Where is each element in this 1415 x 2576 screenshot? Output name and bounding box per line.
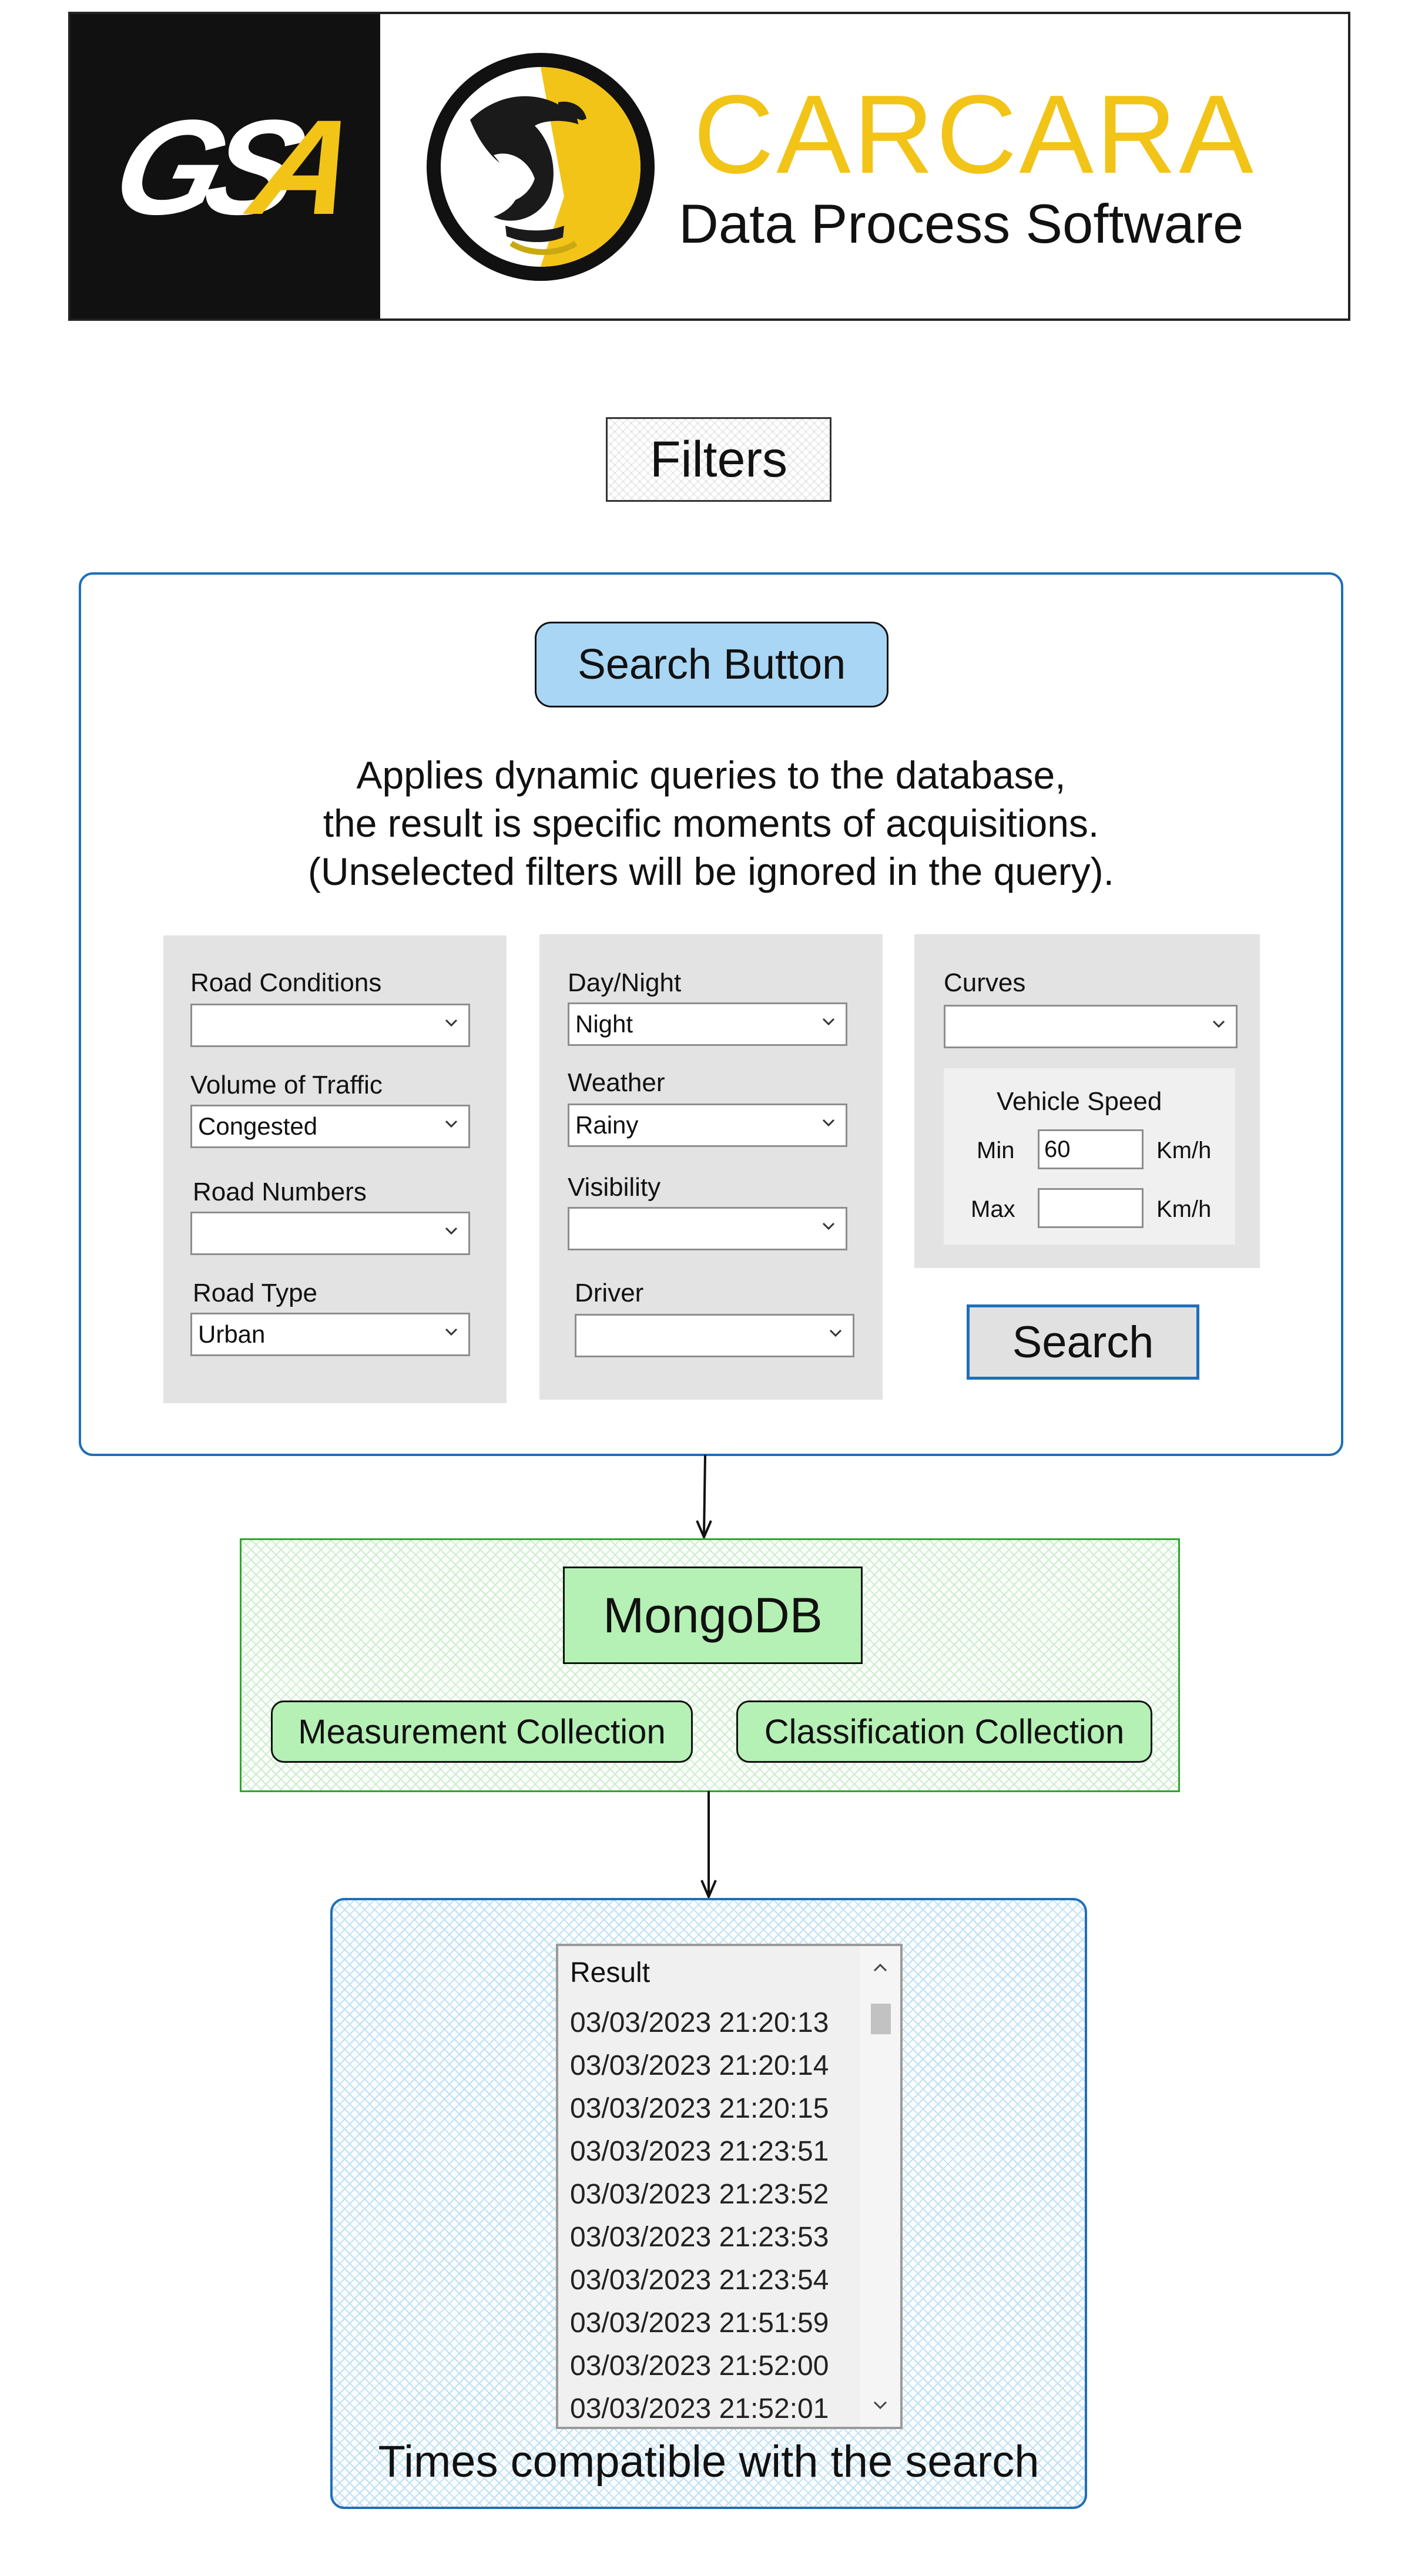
measurement-collection: Measurement Collection [271, 1700, 693, 1763]
road-numbers-label: Road Numbers [193, 1178, 367, 1206]
description-line: Applies dynamic queries to the database, [356, 753, 1066, 797]
app-title: CARCARA [693, 72, 1256, 197]
road-numbers-select[interactable] [190, 1212, 470, 1255]
weather-value: Rainy [575, 1111, 639, 1139]
results-caption: Times compatible with the search [378, 2437, 1040, 2487]
chevron-down-icon [829, 1329, 842, 1337]
chevron-down-icon [822, 1018, 835, 1026]
volume-of-traffic-label: Volume of Traffic [190, 1071, 383, 1099]
list-item[interactable]: 03/03/2023 21:23:54 [570, 2265, 829, 2296]
max-speed-input[interactable] [1038, 1188, 1144, 1228]
list-item[interactable]: 03/03/2023 21:23:51 [570, 2136, 829, 2167]
arrow-to-database [696, 1454, 712, 1541]
classification-collection: Classification Collection [736, 1700, 1152, 1763]
volume-of-traffic-select[interactable]: Congested [190, 1105, 470, 1148]
visibility-select[interactable] [568, 1207, 847, 1250]
day-night-select[interactable]: Night [568, 1002, 847, 1046]
chevron-down-icon [445, 1019, 458, 1027]
filters-label: Filters [606, 417, 831, 502]
min-speed-label: Min [977, 1138, 1015, 1163]
min-speed-value: 60 [1044, 1136, 1071, 1162]
vehicle-speed-box: Vehicle Speed Min 60 Km/h Max Km/h [944, 1068, 1235, 1245]
scrollbar[interactable] [860, 1946, 900, 2427]
chevron-down-icon [445, 1120, 458, 1128]
curves-label: Curves [944, 968, 1026, 997]
chevron-up-icon[interactable] [870, 1958, 891, 1979]
search-button[interactable]: Search [967, 1304, 1199, 1380]
search-panel: Search Button Applies dynamic queries to… [79, 572, 1343, 1456]
result-listbox[interactable]: Result 03/03/2023 21:20:13 03/03/2023 21… [556, 1944, 903, 2429]
gsa-logo-mark: GS A [100, 102, 364, 232]
filter-group-conditions: Day/Night Night Weather Rainy Visibility… [539, 934, 883, 1400]
volume-of-traffic-value: Congested [198, 1112, 318, 1140]
weather-label: Weather [568, 1068, 665, 1097]
road-conditions-select[interactable] [190, 1004, 470, 1047]
results-panel: Result 03/03/2023 21:20:13 03/03/2023 21… [330, 1898, 1087, 2509]
curves-select[interactable] [944, 1005, 1238, 1048]
app-subtitle: Data Process Software [679, 193, 1244, 254]
search-button-callout: Search Button [535, 622, 888, 707]
list-item[interactable]: 03/03/2023 21:20:14 [570, 2050, 829, 2081]
list-item[interactable]: 03/03/2023 21:20:13 [570, 2007, 829, 2038]
gsa-logo: GS A [71, 14, 380, 318]
mongodb-label: MongoDB [563, 1567, 863, 1664]
driver-select[interactable] [575, 1314, 854, 1357]
list-item[interactable]: 03/03/2023 21:51:59 [570, 2307, 829, 2339]
filter-group-curves-speed: Curves Vehicle Speed Min 60 Km/h Max Km/… [914, 934, 1260, 1268]
chevron-down-icon [445, 1227, 458, 1235]
header-banner: GS A CARCARA Data Process Software [68, 12, 1350, 321]
description-line: (Unselected filters will be ignored in t… [308, 850, 1114, 893]
road-type-value: Urban [198, 1320, 266, 1348]
max-speed-label: Max [971, 1196, 1015, 1222]
list-item[interactable]: 03/03/2023 21:23:53 [570, 2222, 829, 2253]
road-conditions-label: Road Conditions [190, 968, 382, 997]
chevron-down-icon [1212, 1020, 1225, 1028]
chevron-down-icon [822, 1119, 835, 1127]
chevron-down-icon [445, 1328, 458, 1336]
arrow-to-results [700, 1791, 717, 1900]
hawk-emblem-icon [427, 53, 655, 281]
search-description: Applies dynamic queries to the database,… [81, 751, 1341, 895]
driver-label: Driver [575, 1279, 644, 1307]
day-night-label: Day/Night [568, 968, 682, 997]
database-panel: MongoDB Measurement Collection Classific… [240, 1538, 1180, 1792]
result-list: 03/03/2023 21:20:13 03/03/2023 21:20:14 … [570, 2001, 864, 2430]
max-speed-unit: Km/h [1156, 1196, 1212, 1222]
visibility-label: Visibility [568, 1173, 661, 1202]
min-speed-input[interactable]: 60 [1038, 1129, 1144, 1169]
day-night-value: Night [575, 1010, 633, 1038]
description-line: the result is specific moments of acquis… [323, 801, 1099, 845]
list-item[interactable]: 03/03/2023 21:23:52 [570, 2179, 829, 2210]
road-type-select[interactable]: Urban [190, 1313, 470, 1356]
scrollbar-thumb[interactable] [871, 2004, 891, 2034]
min-speed-unit: Km/h [1156, 1138, 1212, 1163]
list-item[interactable]: 03/03/2023 21:52:00 [570, 2350, 829, 2382]
chevron-down-icon[interactable] [870, 2394, 891, 2415]
list-item[interactable]: 03/03/2023 21:20:15 [570, 2093, 829, 2124]
vehicle-speed-title: Vehicle Speed [997, 1087, 1162, 1116]
result-list-header: Result [570, 1957, 651, 1988]
chevron-down-icon [822, 1222, 835, 1230]
road-type-label: Road Type [193, 1279, 318, 1307]
filter-group-road: Road Conditions Volume of Traffic Conges… [163, 935, 507, 1403]
weather-select[interactable]: Rainy [568, 1103, 847, 1147]
list-item[interactable]: 03/03/2023 21:52:01 [570, 2393, 829, 2424]
